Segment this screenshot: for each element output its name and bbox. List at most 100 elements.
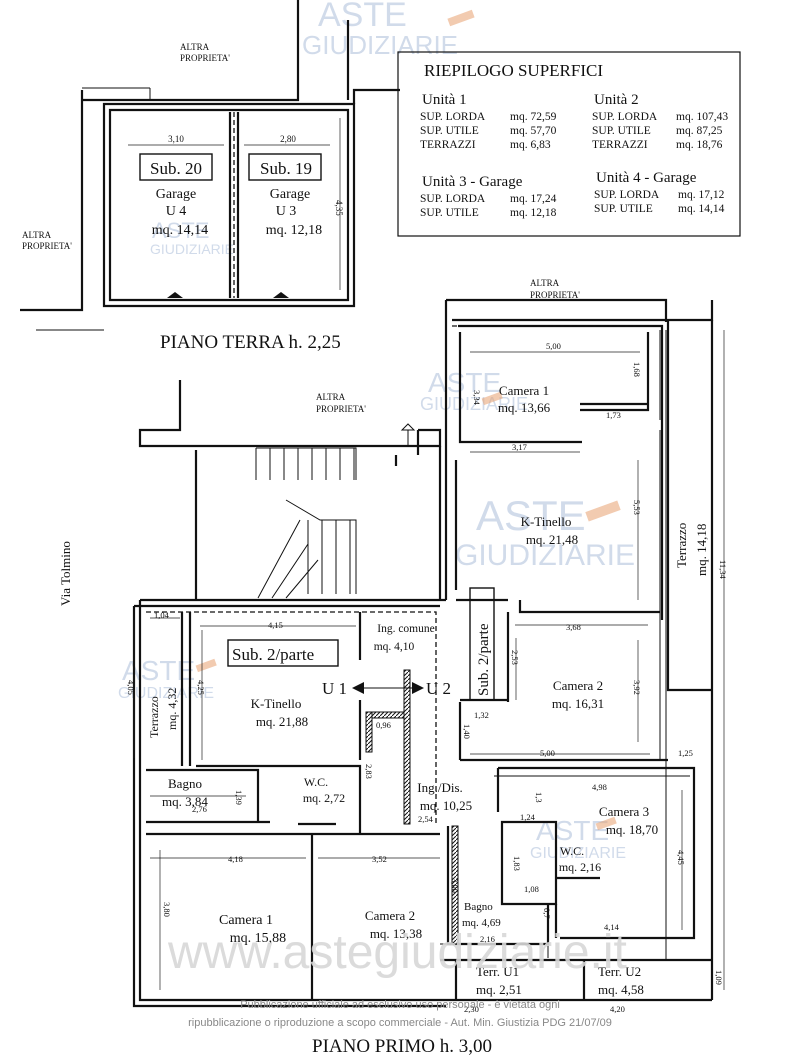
- room-area: mq. 4,32: [165, 688, 179, 730]
- dim-label: 3,80: [162, 902, 172, 917]
- notice-line-2: ripubblicazione o riproduzione a scopo c…: [188, 1017, 612, 1029]
- dim-label: 3,00: [450, 878, 460, 893]
- arrow-u1-icon: [352, 682, 364, 694]
- dim-label: 4,05: [126, 680, 136, 695]
- room-name: Camera 1: [219, 913, 273, 928]
- unit3-row-label: SUP. LORDA: [420, 193, 486, 205]
- piano-primo-title: PIANO PRIMO h. 3,00: [312, 1036, 492, 1057]
- dim-label: 2,54: [418, 814, 434, 824]
- unit2-heading: Unità 2: [594, 92, 639, 108]
- unit2-row-label: SUP. LORDA: [592, 111, 658, 123]
- dim-label: 3,52: [372, 854, 387, 864]
- dim-label: 2,83: [364, 764, 374, 779]
- room-name: Ing./Dis.: [417, 780, 463, 795]
- unit4-row-label: SUP. UTILE: [594, 203, 653, 215]
- room-area: mq. 2,72: [303, 791, 345, 805]
- sub20-tag: Sub. 20: [150, 159, 202, 178]
- unit1-row-label: SUP. UTILE: [420, 125, 479, 137]
- dim-label: 4,98: [592, 782, 607, 792]
- room-area: mq. 4,10: [374, 641, 415, 653]
- dim-label: 3,17: [512, 442, 527, 452]
- altra-proprieta-label: ALTRA: [530, 278, 560, 288]
- notice-line-1: Pubblicazione ufficiale ad esclusivo uso…: [240, 999, 560, 1011]
- dim-label: 1,3: [534, 792, 544, 803]
- room-name: Bagno: [168, 776, 202, 791]
- room-area: mq. 2,51: [476, 982, 522, 997]
- room-area: mq. 2,16: [559, 860, 601, 874]
- room-area: mq. 14,18: [694, 524, 709, 576]
- altra-proprieta-label: ALTRA: [316, 392, 346, 402]
- dim-label: 3,34: [472, 390, 482, 406]
- watermark-giudiziarie: GIUDIZIARIE: [455, 539, 635, 572]
- sub20-area: mq. 14,14: [152, 223, 208, 238]
- watermark-aste: ASTE: [428, 367, 501, 398]
- room-name: Camera 2: [553, 678, 603, 693]
- ground-floor-plan: [20, 0, 400, 331]
- dim-label: 4,35: [334, 200, 344, 216]
- dim-label: 5,53: [632, 500, 642, 515]
- sub2-left-tag: Sub. 2/parte: [232, 645, 314, 664]
- room-name: K-Tinello: [251, 696, 302, 711]
- dim-label: 4,25: [196, 680, 206, 695]
- dim-label: 1,39: [234, 790, 244, 805]
- dim-label: 1,32: [474, 710, 489, 720]
- sub20-tag-box: [139, 153, 213, 181]
- sub19-name: Garage: [270, 187, 310, 202]
- sub19-tag: Sub. 19: [260, 159, 312, 178]
- room-area: mq. 16,31: [552, 696, 604, 711]
- unit1-row-value: mq. 6,83: [510, 139, 551, 151]
- unit2-row-label: TERRAZZI: [592, 139, 648, 151]
- dim-label: 4,45: [676, 850, 686, 865]
- dim-label: 2,76: [192, 804, 207, 814]
- altra-proprieta-label: PROPRIETA': [316, 404, 366, 414]
- unit3-heading: Unità 3 - Garage: [422, 174, 523, 190]
- sub20-name: Garage: [156, 187, 196, 202]
- watermark-giudiziarie: GIUDIZIARIE: [302, 30, 458, 60]
- room-area: mq. 21,48: [526, 532, 578, 547]
- dim-label: 1,04: [154, 610, 170, 620]
- room-name: Terr. U1: [476, 964, 519, 979]
- dim-label: 2,30: [464, 1004, 479, 1014]
- altra-proprieta-label: ALTRA: [22, 230, 52, 240]
- room-name: W.C.: [560, 844, 584, 858]
- sub2-left-tag-box: [227, 639, 339, 667]
- via-label: Via Tolmino: [58, 541, 73, 606]
- room-area: mq. 4,58: [598, 982, 644, 997]
- altra-proprieta-label: PROPRIETA': [530, 290, 580, 300]
- unit2-row-value: mq. 87,25: [676, 125, 723, 137]
- first-floor-plan: [132, 298, 725, 1008]
- unit1-heading: Unità 1: [422, 92, 467, 108]
- room-area: mq. 10,25: [420, 798, 472, 813]
- room-area: mq. 18,70: [606, 822, 658, 837]
- u1-label: U 1: [322, 679, 347, 698]
- sub2-right-tag-box: [469, 587, 495, 701]
- dim-label: 4,20: [610, 1004, 625, 1014]
- room-area: mq. 3,84: [162, 794, 208, 809]
- altra-proprieta-label: ALTRA: [180, 42, 210, 52]
- unit3-row-label: SUP. UTILE: [420, 207, 479, 219]
- room-name: Terr. U2: [598, 964, 641, 979]
- sub19-unit: U 3: [276, 204, 297, 219]
- dim-label: 4,15: [268, 620, 283, 630]
- unit1-row-value: mq. 57,70: [510, 125, 557, 137]
- arrow-u2-icon: [412, 682, 424, 694]
- unit3-row-value: mq. 12,18: [510, 207, 557, 219]
- sub20-unit: U 4: [166, 204, 187, 219]
- unit2-row-value: mq. 107,43: [676, 111, 728, 123]
- gavel-icons: [195, 9, 621, 831]
- room-name: Ing. comune: [377, 623, 434, 635]
- room-name: W.C.: [304, 775, 328, 789]
- dim-label: 1,73: [606, 410, 621, 420]
- room-area: mq. 4,69: [462, 917, 501, 929]
- room-name: Camera 2: [365, 908, 415, 923]
- room-name: Terrazzo: [147, 696, 161, 738]
- watermark-aste: ASTE: [318, 0, 407, 34]
- dim-label: 4,18: [228, 854, 243, 864]
- dim-label: 1,25: [678, 748, 693, 758]
- dim-label: 11,34: [718, 560, 728, 580]
- unit1-row-label: TERRAZZI: [420, 139, 476, 151]
- dim-label: 0,96: [376, 720, 391, 730]
- room-name: Bagno: [464, 901, 493, 913]
- dim-label: 4,14: [604, 922, 620, 932]
